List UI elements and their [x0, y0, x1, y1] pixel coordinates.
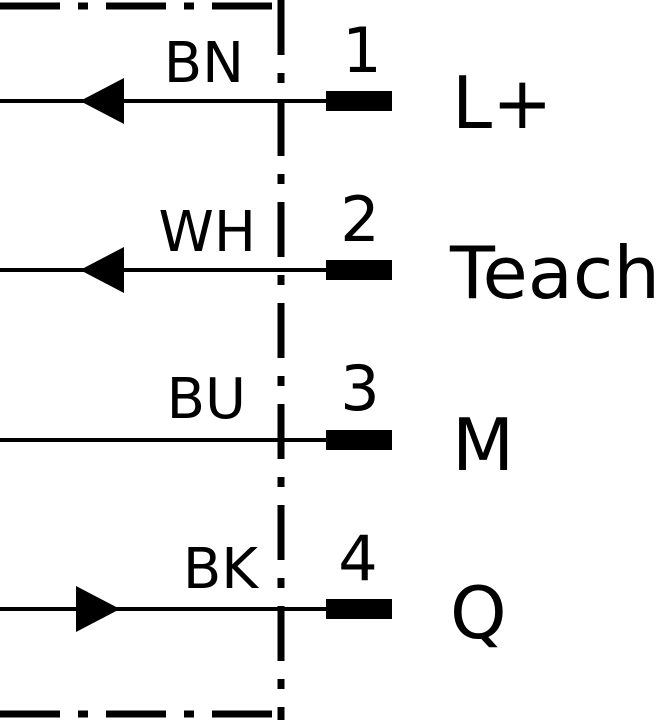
signal-label: Teach: [449, 231, 660, 315]
pin-terminal-2: [326, 260, 392, 280]
signal-label: L+: [452, 61, 552, 145]
pin-terminal-3: [326, 430, 392, 450]
connection-row-2: WH 2 Teach: [0, 183, 660, 315]
arrow-left-icon: [80, 78, 124, 124]
signal-label: M: [452, 403, 514, 487]
pin-number: 1: [342, 14, 381, 87]
wire-color-label: BU: [167, 367, 246, 432]
signal-label: Q: [450, 571, 507, 655]
pin-number: 2: [340, 183, 379, 256]
arrow-right-icon: [76, 586, 120, 632]
wire-color-label: BK: [183, 537, 259, 602]
wire-color-label: BN: [164, 31, 244, 96]
connection-row-4: BK 4 Q: [0, 522, 507, 655]
connection-row-3: BU 3 M: [0, 352, 514, 487]
wire-color-label: WH: [159, 200, 256, 265]
pin-number: 4: [338, 522, 377, 595]
connection-row-1: BN 1 L+: [0, 14, 552, 145]
pin-terminal-4: [326, 599, 392, 619]
pin-terminal-1: [326, 91, 392, 111]
arrow-left-icon: [80, 247, 124, 293]
pin-number: 3: [340, 352, 379, 425]
